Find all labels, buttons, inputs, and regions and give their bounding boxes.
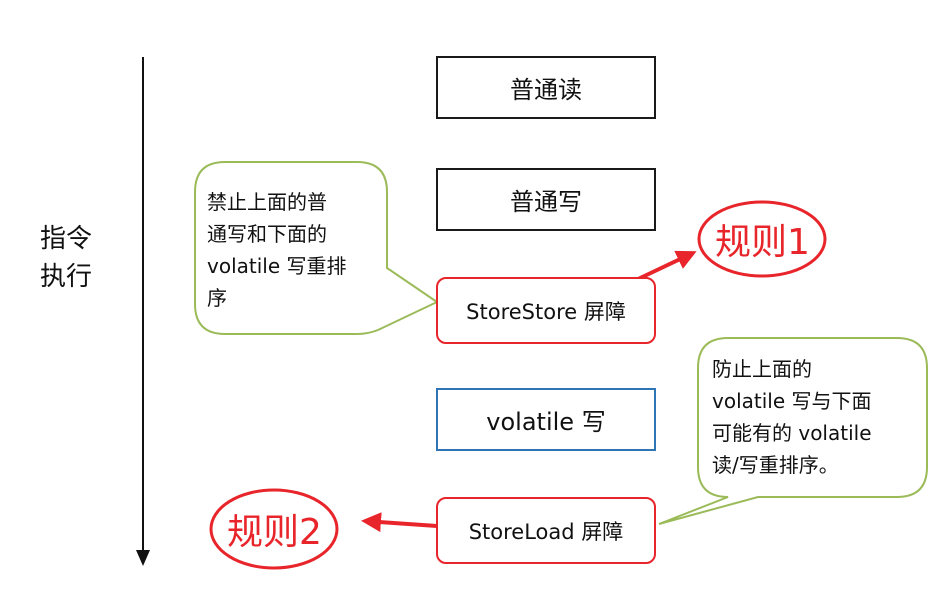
rule2-ellipse (209, 488, 339, 570)
execution-order-arrow (136, 57, 150, 566)
right-callout-line: 读/写重排序。 (712, 453, 839, 477)
right-callout-text: 防止上面的 volatile 写与下面 可能有的 volatile 读/写重排序… (712, 353, 922, 481)
execution-order-label-line2: 执行 (40, 262, 93, 292)
storestore-barrier-box: StoreStore 屏障 (436, 277, 656, 344)
left-callout-line: 序 (207, 286, 227, 310)
rule1-ellipse (697, 200, 827, 278)
execution-order-label: 指令 执行 (40, 220, 110, 296)
normal-read-box: 普通读 (436, 56, 656, 119)
left-callout-line: volatile 写重排 (207, 254, 347, 278)
right-callout-line: volatile 写与下面 (712, 389, 872, 413)
right-callout-line: 防止上面的 (712, 357, 812, 381)
left-callout-text: 禁止上面的普 通写和下面的 volatile 写重排 序 (207, 186, 382, 314)
left-callout-line: 通写和下面的 (207, 222, 327, 246)
normal-write-box: 普通写 (436, 168, 656, 231)
execution-order-label-line1: 指令 (40, 224, 93, 254)
rule2-label: 规则2 (227, 512, 322, 553)
right-callout-line: 可能有的 volatile (712, 421, 872, 445)
rule1-label: 规则1 (715, 222, 810, 263)
storeload-barrier-box: StoreLoad 屏障 (436, 497, 656, 564)
right-callout-bubble (658, 337, 928, 525)
left-callout-bubble (194, 161, 440, 335)
rule1-arrow (635, 250, 697, 282)
rule2-arrow (361, 512, 438, 533)
volatile-write-box: volatile 写 (436, 388, 656, 451)
left-callout-line: 禁止上面的普 (207, 190, 327, 214)
